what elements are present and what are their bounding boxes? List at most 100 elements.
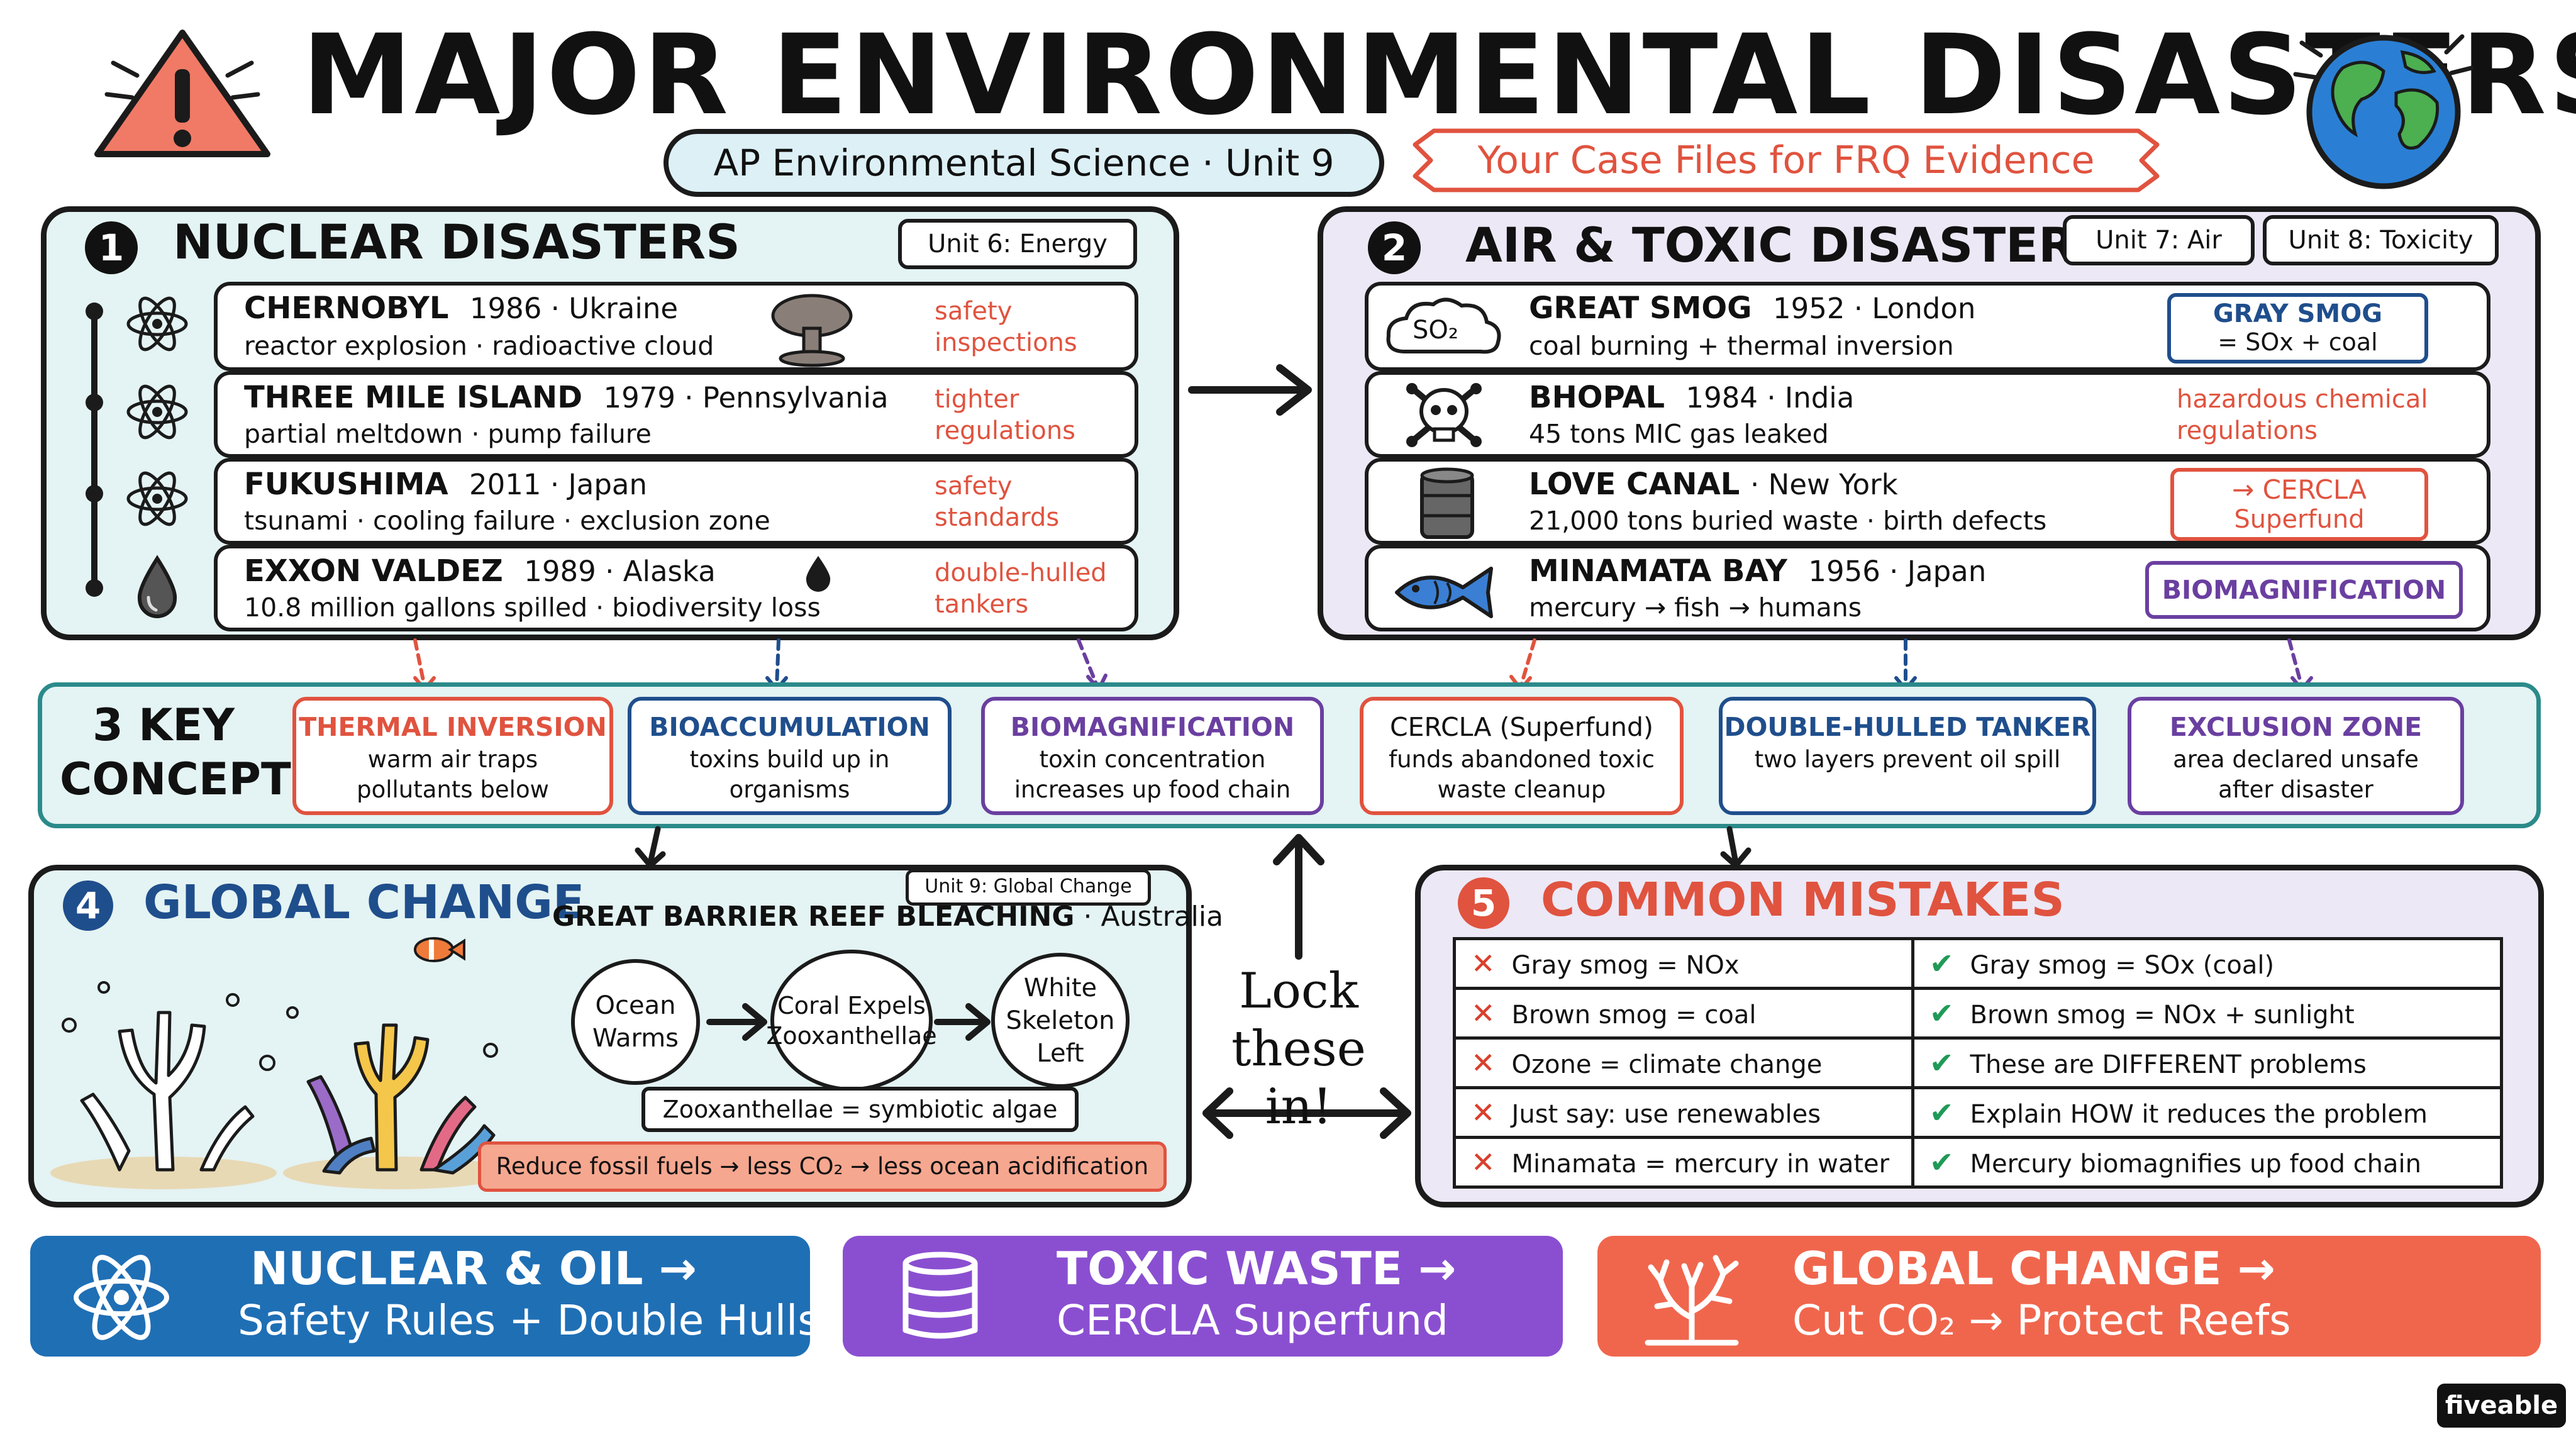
three-mile-island-card: THREE MILE ISLAND 1979 · Pennsylvania pa… [214,371,1138,458]
atom-icon [68,1247,175,1348]
banner-detail: Safety Rules + Double Hulls [238,1296,819,1345]
atom-icon [123,377,192,447]
atom-icon [123,289,192,358]
solution-note: safety inspections [935,297,1077,357]
mistakes-section-title: COMMON MISTAKES [1541,873,2065,927]
disaster-detail: 10.8 million gallons spilled · biodivers… [244,592,821,623]
air-section-title: AIR & TOXIC DISASTERS [1465,217,2110,273]
zooxanthellae-definition: Zooxanthellae = symbiotic algae [641,1087,1079,1132]
case-files-banner-shape [1413,128,2160,192]
right-arrow [1188,364,1312,416]
disaster-detail: tsunami · cooling failure · exclusion zo… [244,506,770,536]
mistake-row: ✕ Brown smog = coal ✔ Brown smog = NOx + su… [1453,987,2503,1040]
disaster-name: THREE MILE ISLAND 1979 · Pennsylvania [244,380,889,415]
concept-title: DOUBLE-HULLED TANKER [1724,712,2091,742]
banner-toxic-waste: TOXIC WASTE → CERCLA Superfund [843,1236,1563,1357]
concept-description: funds abandoned toxic waste cleanup [1389,746,1655,803]
banner-detail: CERCLA Superfund [1057,1296,1449,1345]
disaster-name: GREAT SMOG 1952 · London [1529,291,1976,326]
step-ocean-warms: Ocean Warms [571,959,700,1085]
x-mark-icon: ✕ [1471,947,1496,980]
step-arrows [706,1003,991,1041]
wrong-statement: Gray smog = NOx [1511,951,1740,980]
great-smog-card: SO₂ GREAT SMOG 1952 · London coal burnin… [1365,282,2490,371]
concept-title: CERCLA (Superfund) [1389,712,1653,742]
banner-heading: NUCLEAR & OIL → [250,1242,697,1295]
course-pill: AP Environmental Science · Unit 9 [663,129,1384,197]
so2-label: SO₂ [1413,316,1458,345]
concept-card: BIOACCUMULATION toxins build up in organi… [628,697,952,815]
unit-7-tag: Unit 7: Air [2063,215,2255,265]
disaster-name: BHOPAL 1984 · India [1529,380,1855,415]
reef-solution-note: Reduce fossil fuels → less CO₂ → less oc… [478,1141,1167,1192]
disaster-name: CHERNOBYL 1986 · Ukraine [244,291,679,326]
mushroom-cloud-icon [771,294,853,367]
step-white-skeleton: White Skeleton Left [991,953,1130,1088]
correct-statement: These are DIFFERENT problems [1970,1050,2367,1079]
wrong-statement: Just say: use renewables [1511,1100,1821,1129]
bhopal-card: BHOPAL 1984 · India 45 tons MIC gas leak… [1365,371,2490,458]
gray-smog-note: GRAY SMOG = SOx + coal [2167,293,2428,364]
disaster-detail: partial meltdown · pump failure [244,419,652,449]
disaster-detail: mercury → fish → humans [1529,592,1862,623]
fukushima-card: FUKUSHIMA 2011 · Japan tsunami · cooling… [214,458,1138,545]
minamata-bay-card: MINAMATA BAY 1956 · Japan mercury → fish… [1365,545,2490,631]
unit-6-tag: Unit 6: Energy [898,219,1137,269]
section-number-5: 5 [1458,877,1509,929]
disaster-detail: 45 tons MIC gas leaked [1529,419,1829,449]
mistake-row: ✕Minamata = mercury in water✔Mercury bio… [1453,1136,2503,1189]
skull-crossbones-icon [1406,383,1482,447]
concept-description: two layers prevent oil spill [1754,746,2061,773]
lock-arrows [1202,834,1411,1139]
unit-8-tag: Unit 8: Toxicity [2263,215,2499,265]
concept-description: toxins build up in organisms [689,746,890,803]
barrel-icon [902,1252,978,1339]
banner-heading: GLOBAL CHANGE → [1792,1242,2275,1295]
disaster-detail: reactor explosion · radioactive cloud [244,331,714,361]
x-mark-icon: ✕ [1471,996,1496,1030]
check-mark-icon: ✔ [1929,996,1954,1030]
disaster-name: LOVE CANAL · New York [1529,467,1898,502]
correct-statement: Brown smog = NOx + sunlight [1970,1001,2355,1030]
timeline-line [86,303,103,597]
solution-note: tighter regulations [935,385,1076,445]
warning-triangle-icon [94,30,270,157]
fiveable-logo: fiveable [2437,1384,2566,1428]
concept-title: BIOMAGNIFICATION [1010,712,1295,742]
wrong-statement: Ozone = climate change [1511,1050,1823,1079]
solution-note: safety standards [935,472,1060,532]
concept-title: BIOACCUMULATION [649,712,930,742]
oil-drop-icon [806,556,831,592]
concept-title: THERMAL INVERSION [299,712,607,742]
concept-card: BIOMAGNIFICATION toxin concentration incr… [981,697,1324,815]
banner-detail: Cut CO₂ → Protect Reefs [1792,1296,2291,1345]
cercla-note: → CERCLA Superfund [2170,468,2428,541]
check-mark-icon: ✔ [1929,1046,1954,1080]
disaster-detail: 21,000 tons buried waste · birth defects [1529,506,2047,536]
banner-heading: TOXIC WASTE → [1057,1242,1457,1295]
toxic-barrel-icon [1420,467,1474,539]
solution-note: hazardous chemical regulations [2177,385,2428,445]
coral-reef-illustration [50,937,509,1189]
atom-icon [123,464,192,533]
down-arrow-left [635,826,666,869]
x-mark-icon: ✕ [1471,1145,1496,1179]
exxon-valdez-card: EXXON VALDEZ 1989 · Alaska 10.8 million … [214,545,1138,631]
check-mark-icon: ✔ [1929,1145,1954,1179]
disaster-detail: coal burning + thermal inversion [1529,331,1954,361]
section-number-4: 4 [63,880,113,931]
wrong-statement: Brown smog = coal [1511,1001,1757,1030]
concept-title: EXCLUSION ZONE [2169,712,2423,742]
concept-description: toxin concentration increases up food ch… [1014,746,1291,803]
love-canal-card: LOVE CANAL · New York 21,000 tons buried… [1365,458,2490,545]
biomagnification-note: BIOMAGNIFICATION [2145,561,2463,619]
banner-global-change: GLOBAL CHANGE → Cut CO₂ → Protect Reefs [1597,1236,2541,1357]
step-coral-expels: Coral Expels Zooxanthellae [766,950,937,1091]
global-section-title: GLOBAL CHANGE [143,875,585,930]
coral-icon [1645,1255,1739,1346]
mistake-row: ✕Ozone = climate change✔These are DIFFER… [1453,1036,2503,1089]
section-number-1: 1 [85,221,138,274]
key-concepts-label: 3 KEY CONCEPTS [60,699,323,805]
